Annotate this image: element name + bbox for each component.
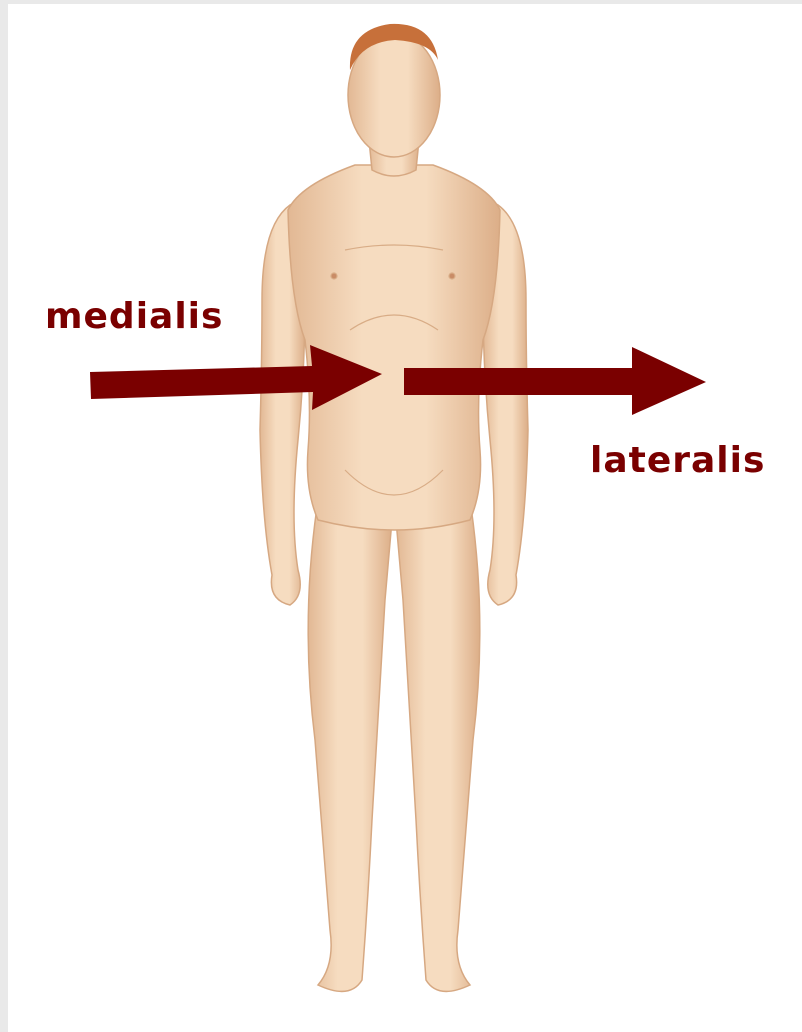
- lateralis-label: lateralis: [590, 440, 765, 481]
- torso: [288, 165, 500, 530]
- human-figure: [260, 33, 528, 991]
- medialis-label: medialis: [45, 296, 223, 337]
- left-leg: [308, 500, 392, 991]
- right-leg: [396, 500, 480, 991]
